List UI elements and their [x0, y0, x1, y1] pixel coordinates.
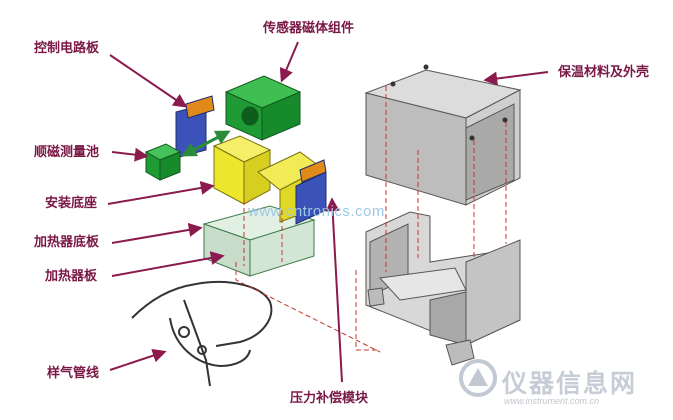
- instrument-logo-url: www.instrument.com.cn: [504, 396, 600, 406]
- heater-base-plate-shape: [202, 205, 316, 277]
- measurement-cell-shape: [144, 143, 182, 181]
- sensor-magnet-shape: [224, 75, 302, 141]
- label-mounting-base: 安装底座: [45, 196, 98, 211]
- instrument-logo-text: 仪器信息网: [502, 369, 638, 398]
- insulation-shell-cover: [364, 69, 522, 206]
- label-control-board: 控制电路板: [34, 41, 100, 56]
- sample-gas-tube-shape: [131, 281, 273, 387]
- cover-screws: [390, 64, 508, 141]
- housing-base: [365, 211, 521, 366]
- label-sample-gas-tube: 样气管线: [47, 366, 100, 381]
- site-watermark: www.cntronics.com: [248, 203, 385, 220]
- label-smooth-magnetic-pool: 顺磁测量池: [34, 145, 100, 160]
- label-insulation-shell: 保温材料及外壳: [558, 65, 650, 80]
- alignment-lines: [235, 86, 507, 353]
- label-heater-base-plate: 加热器底板: [34, 235, 100, 250]
- instrument-logo-icon: [459, 359, 497, 397]
- label-pressure-compensation: 压力补偿模块: [290, 391, 369, 406]
- annotation-arrows: [107, 41, 549, 383]
- green-double-arrow: [181, 130, 231, 157]
- label-heater-plate: 加热器板: [45, 269, 98, 284]
- label-sensor-magnet-assembly: 传感器磁体组件: [263, 21, 355, 36]
